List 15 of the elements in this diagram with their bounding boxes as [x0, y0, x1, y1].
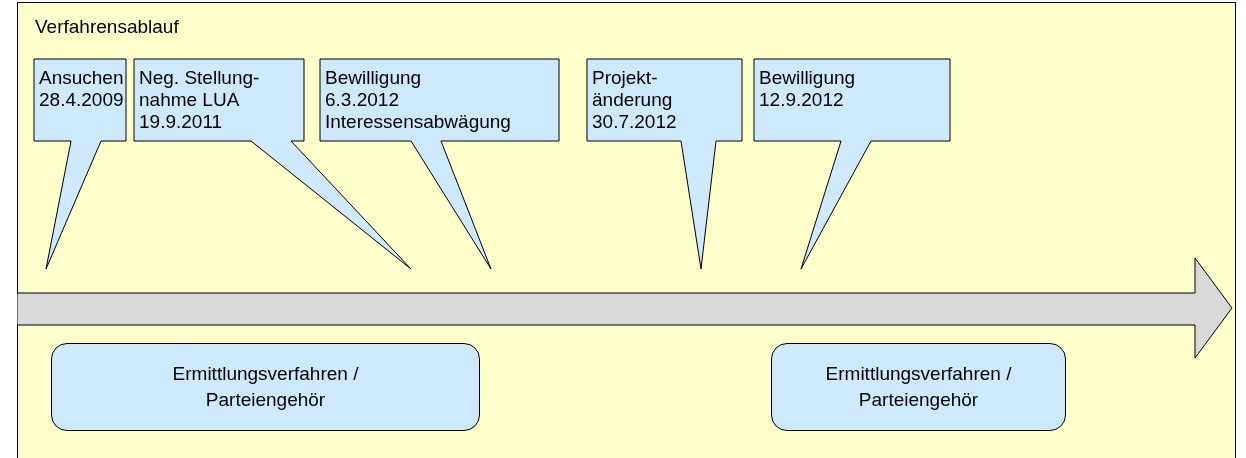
frame-heading: Verfahrensablauf [35, 16, 179, 38]
callout-text: Bewilligung [759, 67, 857, 89]
callout-text: Projekt- änderung [592, 67, 674, 111]
callout-text: 6.3.2012 [325, 89, 400, 111]
diagram-frame [17, 2, 1236, 458]
phase-box [771, 343, 1066, 431]
phase-box [51, 343, 480, 431]
phase-label: Ermittlungsverfahren / Parteiengehör [171, 362, 360, 412]
callout-text: 12.9.2012 [759, 89, 845, 111]
callout-text: Bewilligung [325, 67, 423, 89]
callout-text: 30.7.2012 [592, 111, 678, 133]
callout-text: 19.9.2011 [139, 111, 224, 133]
callout-text: Interessensabwägung [325, 111, 512, 133]
phase-label: Ermittlungsverfahren / Parteiengehör [824, 362, 1013, 412]
callout-text: Neg. Stellung- nahme LUA [139, 67, 261, 111]
